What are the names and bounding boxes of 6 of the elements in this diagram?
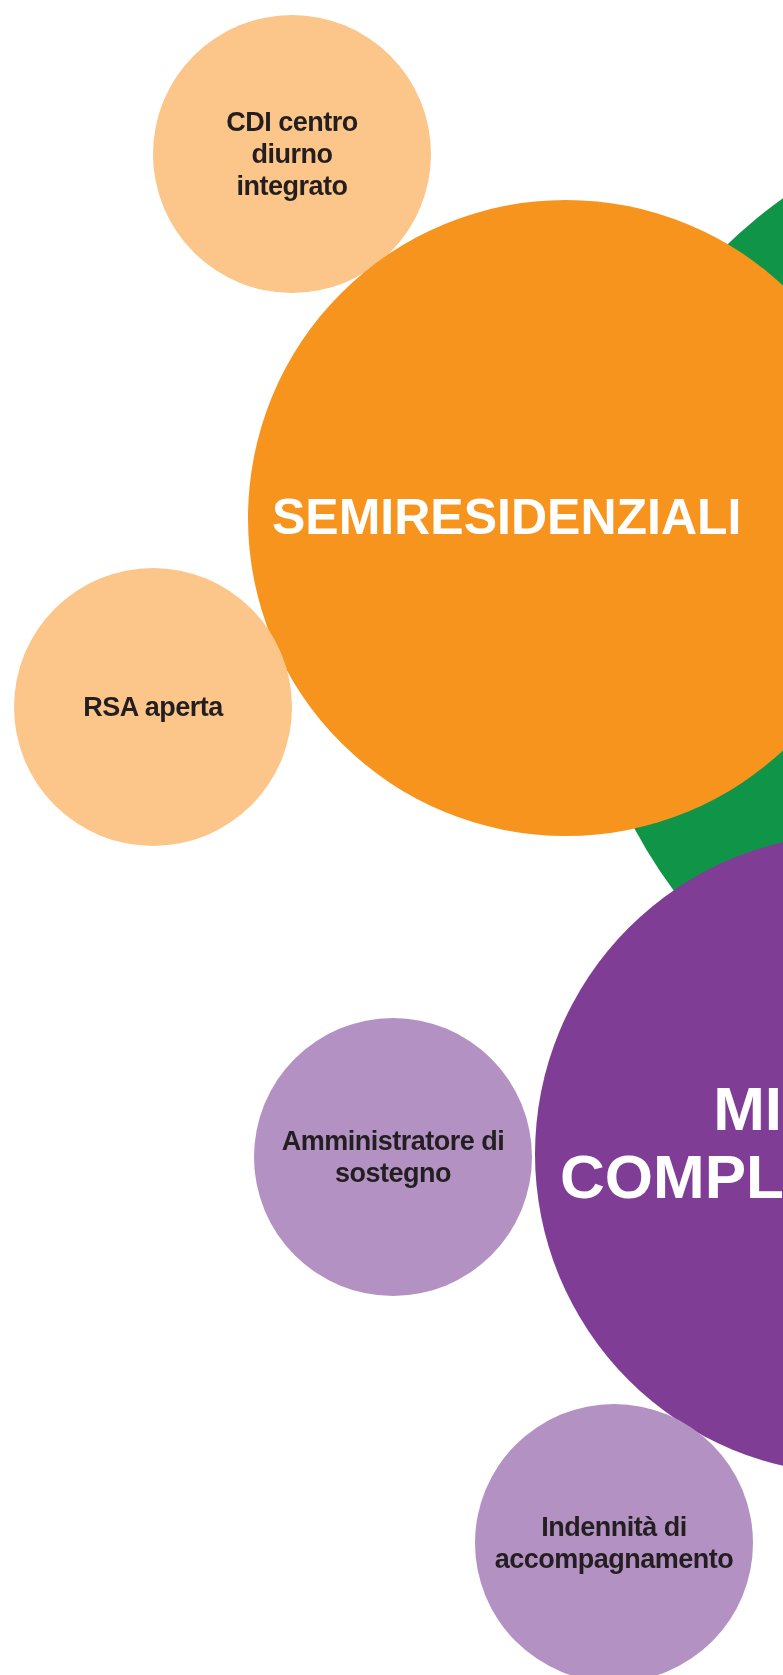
bubble-label: MI COMPL [560, 1075, 782, 1212]
bubble-label: RSA aperta [82, 691, 225, 723]
bubble-label: CDI centro diurno integrato [225, 106, 359, 202]
bubble-label: Indennità di accompagnamento [493, 1511, 735, 1575]
bubble-label: Amministratore di sostegno [280, 1125, 506, 1189]
bubble-label: SEMIRESIDENZIALI [272, 490, 743, 545]
